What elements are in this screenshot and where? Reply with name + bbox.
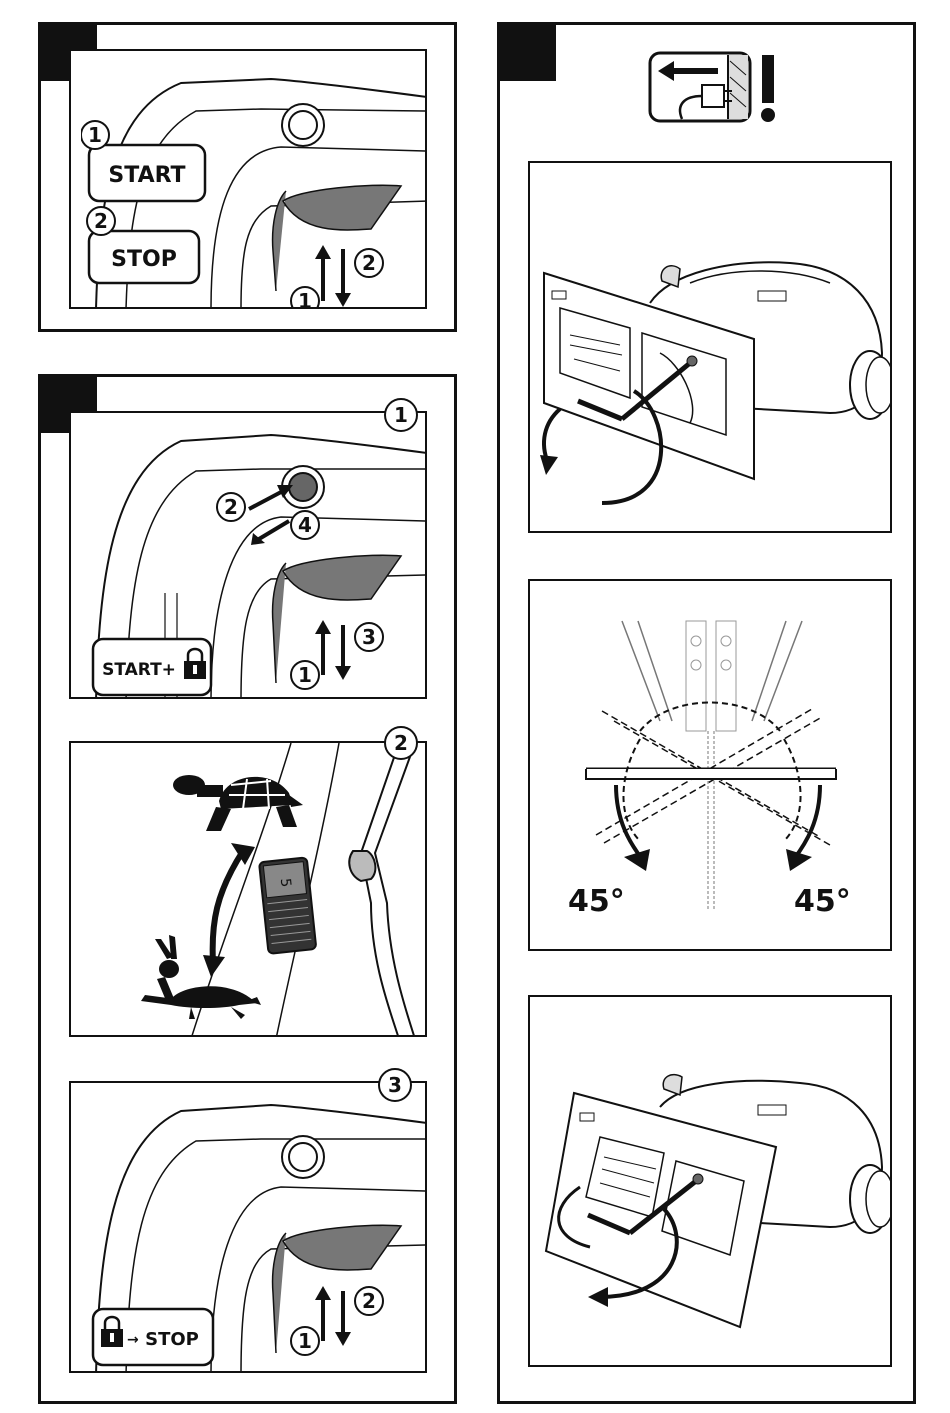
machine-closeup-lock-off: 1 2 → STOP (69, 1081, 427, 1373)
baseplate-drawing (530, 163, 892, 533)
marker-4-release: 4 (298, 513, 312, 537)
machine-housing-drawing: 2 4 1 3 START+ (71, 413, 427, 699)
angle-left-label: 45° (568, 884, 625, 919)
trigger-switch (273, 555, 401, 683)
trigger-switch (273, 185, 401, 291)
angle-right-label: 45° (794, 884, 851, 919)
speed-digit: 5 (277, 877, 294, 888)
step-2-badge: 2 (383, 725, 419, 761)
start-label: START (108, 163, 185, 188)
baseplate-loosen-view (528, 161, 892, 533)
panel-lock-speed: 2 4 1 3 START+ 1 (38, 374, 457, 1404)
marker-1-pull: 1 (298, 663, 312, 687)
speed-dial-closeup: 5 (69, 741, 427, 1037)
start-lock-label: START+ (102, 660, 176, 680)
machine-closeup-lock-on: 2 4 1 3 START+ (69, 411, 427, 699)
marker-1-pull: 1 (298, 1329, 312, 1353)
marker-2-press: 2 (224, 495, 238, 519)
panel-bevel-adjust: 45° 45° (497, 22, 916, 1404)
panel-start-stop: 1 2 START 1 STOP 2 (38, 22, 457, 332)
stop-lock-label: STOP (145, 1329, 199, 1350)
panel-corner-marker (500, 25, 556, 81)
marker-3-release: 3 (362, 625, 376, 649)
step-2-number: 2 (394, 731, 408, 755)
bevel-drawing: 45° 45° (530, 581, 892, 951)
speed-wheel[interactable]: 5 (259, 857, 316, 954)
marker-2-stop: 2 (94, 209, 108, 233)
marker-1-up: 1 (298, 289, 312, 309)
button-labels: START 1 STOP 2 (81, 115, 241, 295)
speed-dial-drawing: 5 (71, 743, 427, 1037)
step-1-number: 1 (394, 403, 408, 427)
bevel-angle-diagram: 45° 45° (528, 579, 892, 951)
unplug-warning (648, 49, 788, 125)
stop-label: STOP (111, 247, 177, 272)
step-1-badge: 1 (383, 397, 419, 433)
step-3-badge: 3 (377, 1067, 413, 1103)
baseplate-tighten-view (528, 995, 892, 1367)
exclamation-icon (762, 55, 774, 103)
marker-1-start: 1 (88, 123, 102, 147)
marker-2-release: 2 (362, 1289, 376, 1313)
step-3-number: 3 (388, 1073, 402, 1097)
arrow-glyph: → (127, 1332, 139, 1348)
lock-button[interactable] (289, 473, 317, 501)
marker-2-down: 2 (362, 251, 376, 275)
rabbit-icon (141, 935, 261, 1019)
turtle-icon (173, 775, 303, 831)
machine-housing-drawing: 1 2 → STOP (71, 1083, 427, 1373)
baseplate-tilted-drawing (530, 997, 892, 1367)
